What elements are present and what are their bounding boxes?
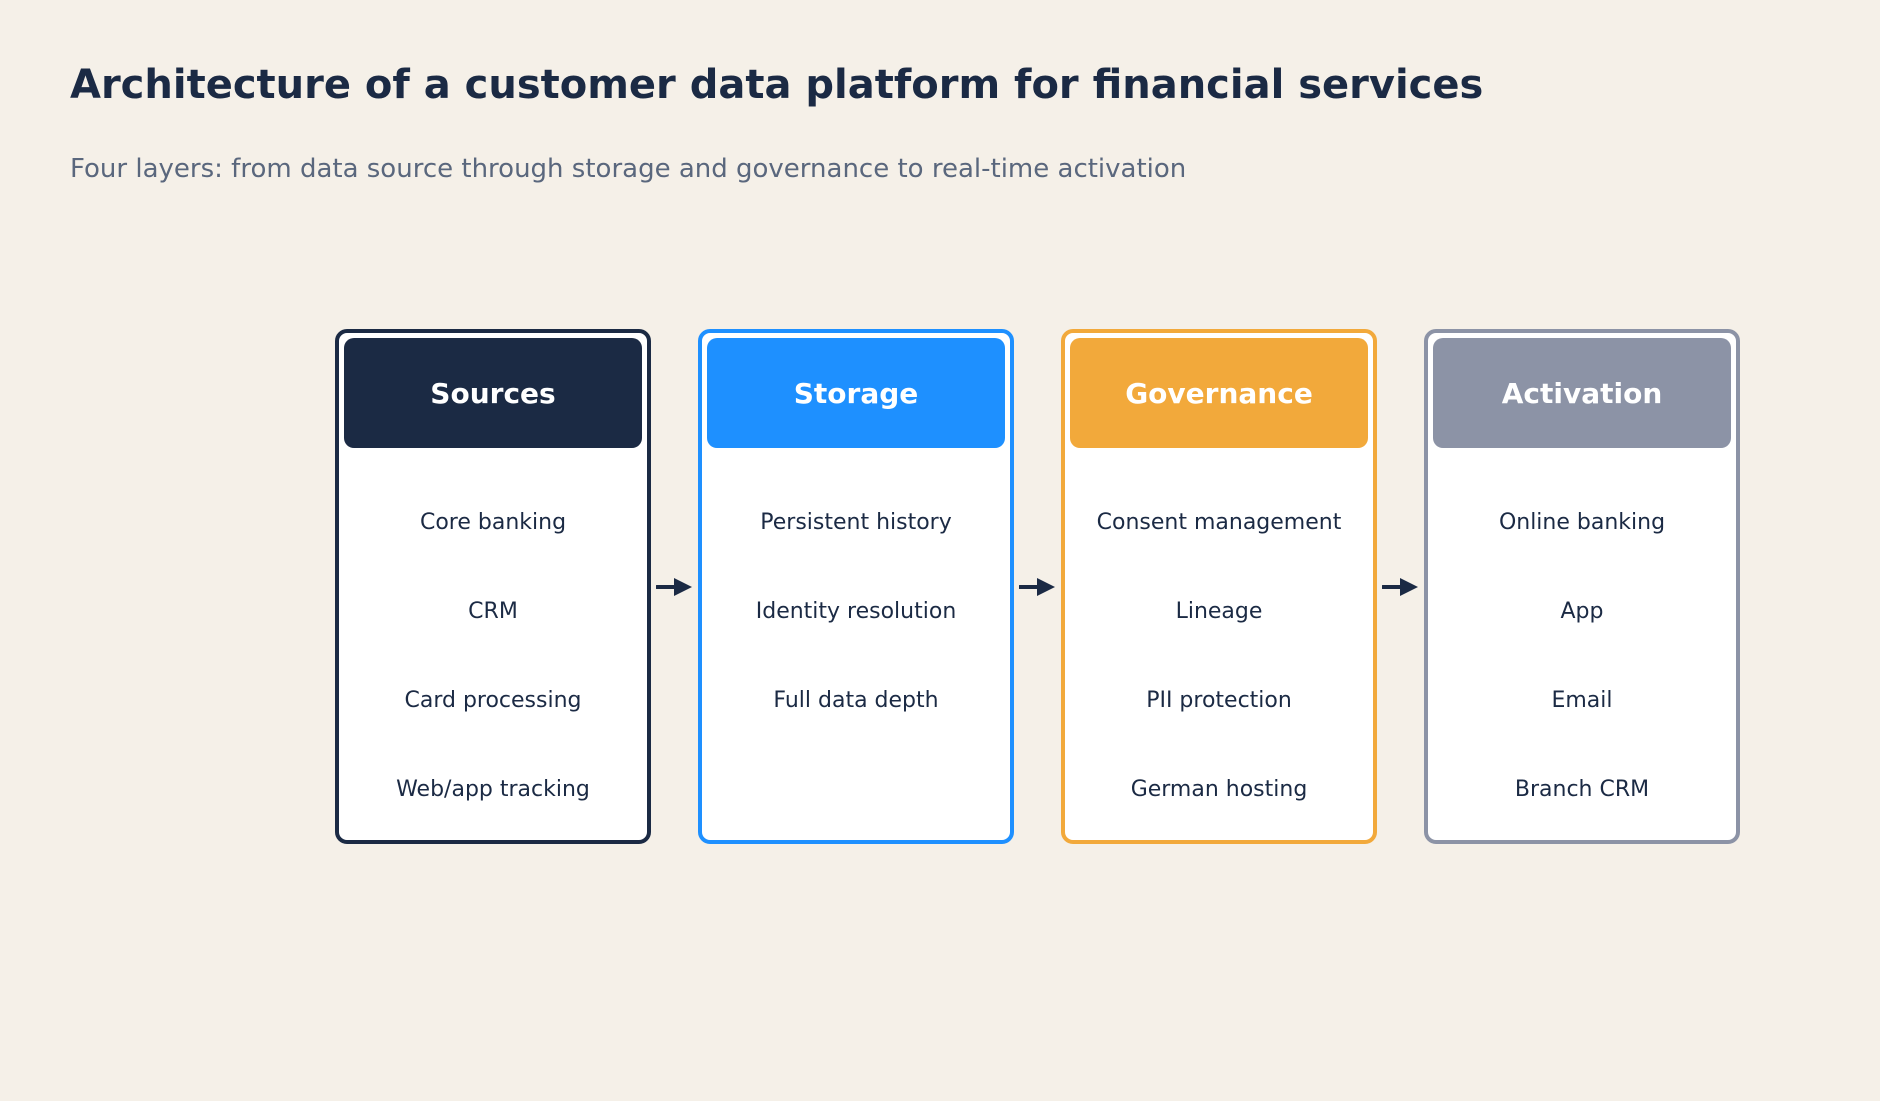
arrow-right-icon — [1018, 577, 1055, 596]
layer-item: German hosting — [1130, 777, 1308, 802]
layer-item: Lineage — [1175, 599, 1263, 624]
arrow-head — [1399, 577, 1418, 596]
arrow-head — [1036, 577, 1055, 596]
layer-item: Web/app tracking — [396, 777, 590, 802]
layer-header-sources: Sources — [344, 338, 642, 448]
layer-item: Email — [1551, 688, 1613, 713]
layer-item: CRM — [468, 599, 518, 624]
arrow-right-icon — [1381, 577, 1418, 596]
layer-header-governance: Governance — [1070, 338, 1368, 448]
flow-connector — [1377, 329, 1424, 844]
arrow-head — [673, 577, 692, 596]
layer-header-storage: Storage — [707, 338, 1005, 448]
layer-item: Core banking — [419, 510, 567, 535]
flow-connector — [1014, 329, 1061, 844]
layer-item: Consent management — [1096, 510, 1342, 535]
layer-item: Full data depth — [773, 688, 939, 713]
arrow-right-icon — [655, 577, 692, 596]
page-title: Architecture of a customer data platform… — [70, 62, 1484, 108]
layer-item: Branch CRM — [1514, 777, 1650, 802]
layer-item: Identity resolution — [755, 599, 957, 624]
layer-header-activation: Activation — [1433, 338, 1731, 448]
flow-connector — [651, 329, 698, 844]
layer-item: Online banking — [1498, 510, 1666, 535]
layer-item: PII protection — [1146, 688, 1292, 713]
layer-item: App — [1560, 599, 1604, 624]
layer-item: Card processing — [404, 688, 582, 713]
page-subtitle: Four layers: from data source through st… — [70, 154, 1187, 184]
layer-item: Persistent history — [760, 510, 952, 535]
